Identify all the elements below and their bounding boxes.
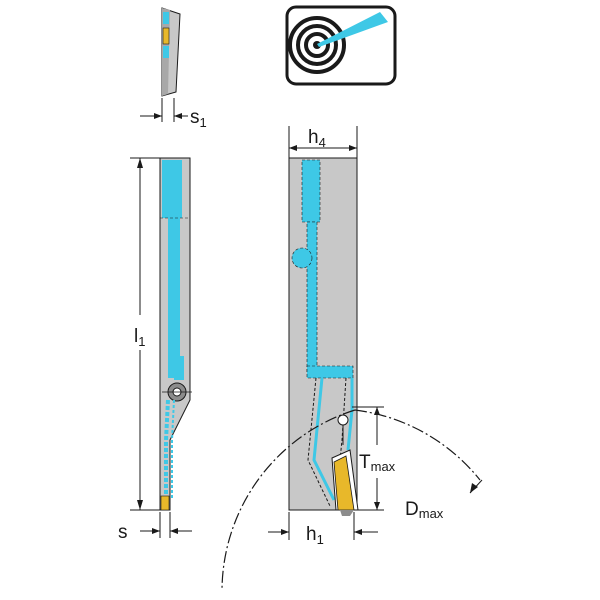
s-label: s — [118, 522, 128, 543]
h4-label-sub: 4 — [319, 135, 326, 150]
l1-label: l — [134, 326, 138, 347]
tmax-dimension: Tmax — [352, 406, 396, 511]
h1-dimension: h1 — [268, 512, 378, 547]
svg-text:s1: s1 — [190, 107, 207, 130]
h4-label: h — [308, 127, 319, 148]
side-view-blade — [159, 157, 192, 511]
dmax-label-sub: max — [419, 506, 444, 521]
s1-dimension: s1 — [140, 98, 207, 130]
workpiece-diameter-arc: Dmax — [221, 409, 483, 591]
edge-view-top — [161, 7, 181, 97]
svg-text:l1: l1 — [134, 326, 145, 349]
dmax-label: D — [405, 499, 419, 520]
svg-text:Tmax: Tmax — [359, 452, 396, 474]
svg-text:h1: h1 — [306, 524, 324, 547]
tmax-label: T — [359, 452, 371, 473]
s-dimension: s — [118, 512, 192, 543]
svg-text:Dmax: Dmax — [405, 499, 444, 521]
l1-dimension: l1 — [130, 157, 160, 511]
h1-label-sub: 1 — [317, 532, 324, 547]
s1-label: s — [190, 107, 200, 128]
h1-label: h — [306, 524, 317, 545]
l1-label-sub: 1 — [138, 334, 145, 349]
front-view-blade — [288, 157, 359, 516]
tmax-label-sub: max — [371, 459, 396, 474]
svg-text:h4: h4 — [308, 127, 326, 150]
internal-coolant-target-icon — [285, 5, 397, 86]
s1-label-sub: 1 — [200, 115, 207, 130]
h4-dimension: h4 — [288, 126, 358, 158]
